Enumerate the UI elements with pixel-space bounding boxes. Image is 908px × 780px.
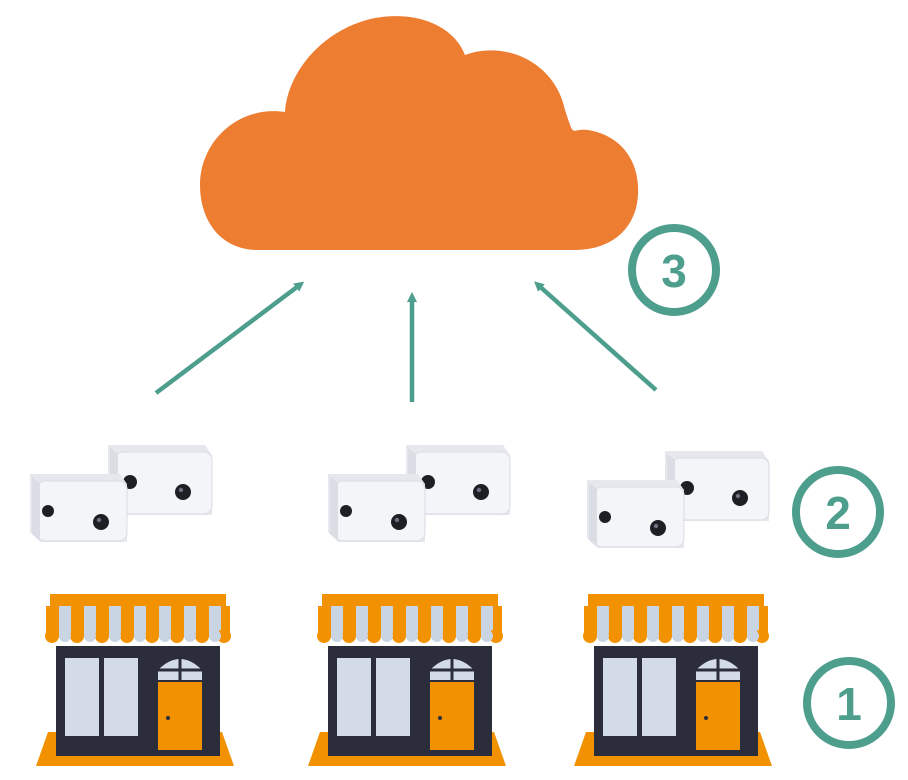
step-number-stores: 1	[836, 678, 862, 730]
people-counter-sensor-icon	[327, 444, 511, 543]
arrow-up-icon	[154, 281, 305, 395]
people-counter-sensor-icon	[29, 444, 213, 543]
storefront-group	[34, 592, 774, 768]
step-badge-cloud: 3	[628, 224, 720, 316]
people-counter-sensor-icon	[586, 450, 770, 549]
upload-arrows	[154, 281, 658, 402]
storefront-icon	[34, 592, 236, 768]
step-badge-sensors: 2	[792, 466, 884, 558]
storefront-icon	[306, 592, 508, 768]
step-number-cloud: 3	[661, 245, 687, 297]
sensor-group	[29, 444, 770, 549]
step-number-sensors: 2	[825, 487, 851, 539]
step-badge-stores: 1	[803, 657, 895, 749]
cloud-icon	[200, 16, 639, 250]
arrow-up-icon	[534, 281, 658, 392]
storefront-icon	[572, 592, 774, 768]
